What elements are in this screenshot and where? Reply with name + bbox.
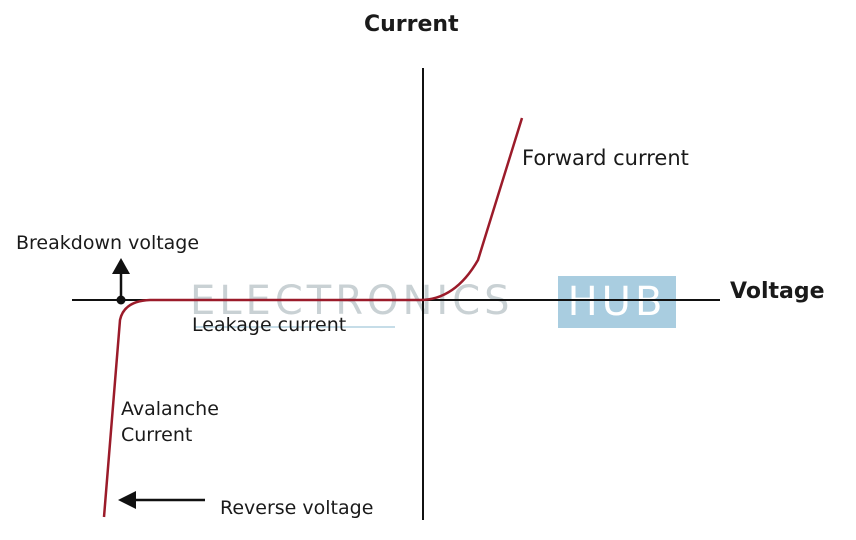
avalanche-current-label-line2: Current xyxy=(121,424,193,446)
reverse-voltage-label: Reverse voltage xyxy=(220,497,374,519)
leakage-current-label: Leakage current xyxy=(192,314,347,336)
y-axis-label: Current xyxy=(364,12,459,37)
reverse-arrow-head xyxy=(118,491,136,509)
watermark-underline xyxy=(195,326,395,328)
watermark-box: HUB xyxy=(558,276,676,328)
forward-current-label: Forward current xyxy=(522,146,689,170)
breakdown-point xyxy=(116,295,126,305)
avalanche-current-label-line1: Avalanche xyxy=(121,398,219,420)
breakdown-arrow-head xyxy=(112,258,130,274)
breakdown-voltage-label: Breakdown voltage xyxy=(16,232,200,254)
iv-curve xyxy=(102,117,524,518)
x-axis-label: Voltage xyxy=(730,279,825,304)
